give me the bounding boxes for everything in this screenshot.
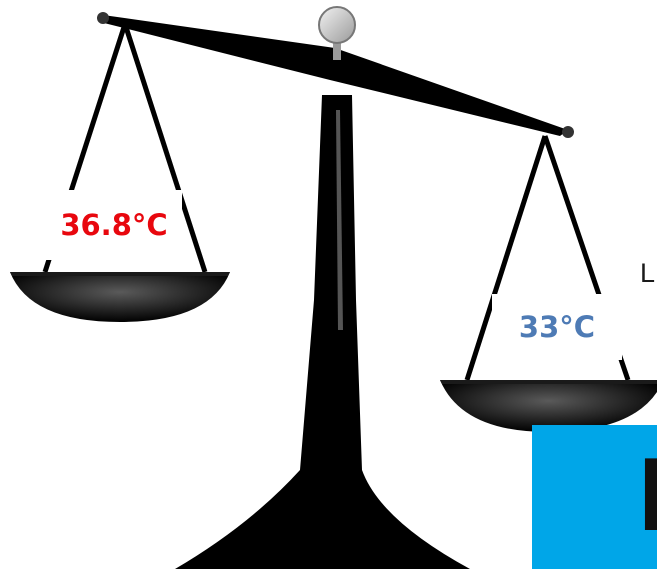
scale-stand-highlight [336,110,343,330]
temperature-label-left: 36.8°C [46,190,182,260]
left-pan [10,272,230,322]
blue-card-text: M [638,443,657,547]
right-string-a [464,135,548,381]
temperature-label-right: 33°C [492,294,622,360]
temperature-right-value: 33°C [518,310,596,344]
beam-end-right [562,126,574,138]
temperature-left-value: 36.8°C [60,208,168,242]
scale-post [333,38,341,60]
right-pan [440,380,657,432]
scale-beam [100,15,568,136]
scale-stand [175,95,470,569]
scale-knob [318,6,356,44]
cropped-side-text: L [640,258,656,288]
blue-card: M [532,425,657,569]
right-pan-rim [440,380,657,384]
left-string-b [122,23,208,273]
left-pan-rim [10,272,230,276]
beam-end-left [97,12,109,24]
